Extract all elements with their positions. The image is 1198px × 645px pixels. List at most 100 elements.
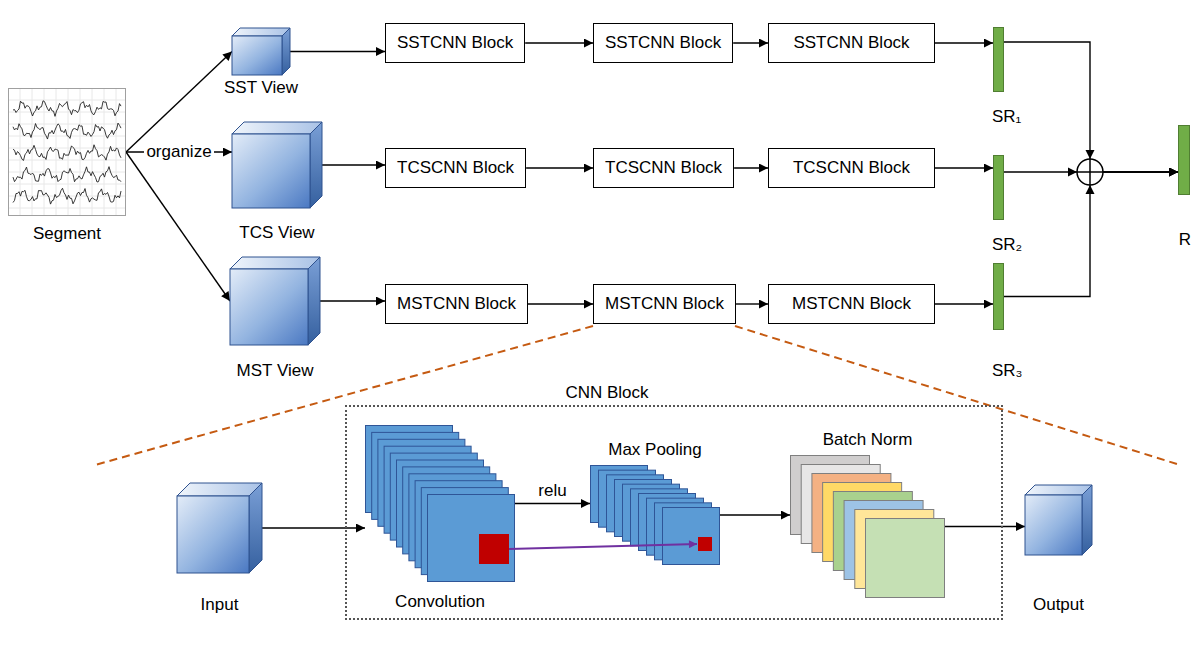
grid-line [9, 148, 125, 149]
connector-arrow [935, 167, 993, 168]
view-cube: MST View [230, 257, 320, 345]
feature-map [866, 519, 945, 598]
connector-arrow [1004, 42, 1178, 172]
node-label: Input [201, 595, 239, 615]
connector-arrow [528, 303, 593, 304]
cube-side-face [1082, 485, 1092, 555]
connector-arrow [515, 503, 590, 504]
eeg-trace [13, 145, 121, 161]
cube-graphic [232, 122, 322, 208]
eeg-trace [13, 188, 121, 204]
edge-label: organize [144, 142, 213, 162]
connector-arrow [526, 167, 593, 168]
eeg-segment: Segment [8, 88, 126, 216]
connector-arrow [1004, 172, 1178, 297]
output-bar: R [1178, 125, 1190, 195]
node-label: SR₂ [992, 235, 1022, 255]
cube-top-face [230, 257, 320, 269]
connector-arrow [736, 303, 768, 304]
sum-input-arrowhead [1068, 168, 1077, 177]
sum-input-arrowhead [1086, 185, 1095, 194]
block-title: CNN Block [565, 383, 648, 403]
node-label: TCS View [239, 223, 314, 243]
sum-circle [1077, 159, 1103, 185]
cube-side-face [308, 257, 320, 345]
block-label: TCSCNN Block [605, 158, 722, 178]
connector-arrow [262, 527, 365, 528]
cnn-block-box: SSTCNN Block [768, 23, 935, 63]
block-label: MSTCNN Block [792, 294, 911, 314]
cube-front-face [1025, 495, 1082, 555]
segment-frame [9, 89, 126, 216]
feature-bar: SR₂ [993, 155, 1004, 220]
node-label: Output [1033, 595, 1084, 615]
block-label: TCSCNN Block [397, 158, 514, 178]
block-label: SSTCNN Block [397, 33, 513, 53]
cnn-block-box: SSTCNN Block [385, 23, 525, 63]
sum-symbol [1068, 150, 1103, 194]
stack-graphic [590, 465, 720, 565]
block-label: TCSCNN Block [793, 158, 910, 178]
node-label: Batch Norm [823, 430, 913, 450]
eeg-trace [13, 167, 121, 182]
output-cube: Output [1025, 485, 1092, 555]
connector-arrow [322, 164, 385, 165]
receptive-field [698, 537, 712, 551]
connector-arrow [945, 526, 1025, 527]
connector-arrow [935, 303, 993, 304]
cube-graphic [230, 257, 320, 345]
node-label: MST View [237, 361, 314, 381]
grid-line [9, 184, 125, 185]
cube-side-face [310, 122, 322, 208]
cube-graphic [232, 28, 290, 75]
cnn-block-box: SSTCNN Block [593, 23, 733, 63]
cube-front-face [232, 134, 310, 208]
stack-graphic [365, 425, 515, 582]
grid-line [9, 100, 125, 101]
cnn-block-box: TCSCNN Block [385, 148, 526, 188]
connector-arrow [126, 52, 232, 153]
cube-front-face [177, 496, 249, 573]
node-label: R [1179, 230, 1191, 250]
view-cube: TCS View [232, 122, 322, 208]
node-label: SST View [224, 78, 298, 98]
view-cube: SST View [232, 28, 290, 75]
feature-map-stack: Batch Norm [790, 455, 945, 598]
eeg-trace [13, 123, 121, 139]
cube-top-face [232, 28, 290, 36]
cube-graphic [177, 483, 262, 573]
sum-cross [1089, 159, 1091, 185]
cube-top-face [232, 122, 322, 134]
node-label: Convolution [395, 592, 485, 612]
cnn-block-box: MSTCNN Block [385, 284, 528, 324]
cube-side-face [282, 28, 290, 75]
segment-graphic [8, 88, 126, 216]
connector-arrow [320, 300, 385, 301]
cnn-block-box: MSTCNN Block [593, 284, 736, 324]
cnn-block-box: TCSCNN Block [768, 148, 935, 188]
connector-arrow [126, 152, 230, 301]
cube-top-face [1025, 485, 1092, 495]
cnn-block-box: TCSCNN Block [593, 148, 734, 188]
node-label: Max Pooling [608, 440, 702, 460]
feature-map-stack: Max Pooling [590, 465, 720, 565]
eeg-trace [13, 101, 121, 117]
input-cube: Input [177, 483, 262, 573]
grid-line [9, 112, 125, 113]
zoom-line [735, 326, 1180, 465]
feature-bar: SR₁ [993, 27, 1004, 92]
stack-graphic [790, 455, 945, 598]
feature-map [428, 495, 515, 582]
cnn-block-frame: CNN BlockConvolutionMax PoolingBatch Nor… [345, 405, 1003, 620]
feature-map-stack: Convolution [365, 425, 515, 582]
zoom-line [95, 326, 593, 465]
block-label: SSTCNN Block [605, 33, 721, 53]
node-label: Segment [33, 224, 101, 244]
sum-input-arrowhead [1086, 150, 1095, 159]
grid-line [9, 160, 125, 161]
pooling-arrow [509, 544, 697, 549]
node-label: SR₁ [992, 107, 1021, 127]
block-label: MSTCNN Block [397, 294, 516, 314]
feature-map [663, 508, 720, 565]
